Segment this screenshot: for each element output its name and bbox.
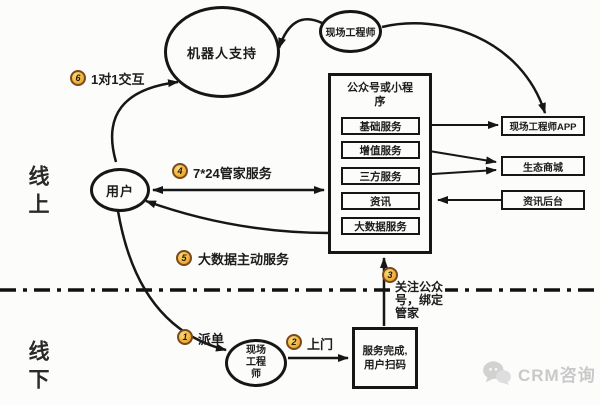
robot-support-node: 机器人支持: [164, 6, 280, 98]
watermark: CRM咨询: [482, 360, 596, 386]
field-engineer-bottom-node: 现场 工程 师: [225, 339, 287, 387]
service-done-box: 服务完成, 用户扫码: [352, 327, 418, 389]
news-box: 资讯: [341, 192, 420, 210]
platform-title: 公众号或小程 序: [331, 81, 429, 109]
basic-service-box: 基础服务: [341, 117, 420, 135]
eco-mall-box: 生态商城: [501, 156, 585, 176]
user-label: 用户: [105, 183, 134, 199]
arrow-engineer-to-robot: [277, 18, 323, 49]
step-label-5: 大数据主动服务: [198, 252, 290, 267]
value-added-service-box: 增值服务: [341, 141, 420, 159]
bigdata-service-box: 大数据服务: [341, 217, 420, 235]
field-engineer-top-label: 现场工程师: [325, 28, 376, 39]
third-party-service-box: 三方服务: [341, 167, 420, 185]
step-badge-4: 4: [172, 163, 188, 179]
step-badge-3: 3: [382, 267, 398, 283]
service-done-line2: 用户扫码: [364, 359, 406, 371]
arrow-user-to-robot: [110, 79, 179, 163]
news-backend-box: 资讯后台: [501, 190, 585, 210]
arrow-engineer-to-app: [381, 22, 547, 114]
service-done-line1: 服务完成,: [362, 345, 408, 357]
arrow-platform-to-user-bigdata: [145, 199, 331, 235]
user-node: 用户: [90, 168, 150, 212]
field-engineer-top-node: 现场工程师: [319, 10, 382, 53]
watermark-text: CRM咨询: [518, 365, 596, 385]
step-label-3-line1: 关注公众: [395, 280, 444, 294]
zone-label-offline: 线下: [26, 340, 49, 396]
step-label-2: 上门: [307, 337, 334, 352]
zone-label-online: 线上: [26, 165, 49, 221]
field-engineer-bottom-line3: 师: [251, 369, 261, 380]
step-badge-2: 2: [286, 334, 302, 350]
step-badge-6: 6: [70, 70, 86, 86]
step-label-3: 关注公众 号，绑定 管家: [393, 280, 446, 321]
arrow-user-to-engineer-dispatch: [116, 210, 227, 352]
chat-bubbles-icon: [482, 360, 512, 386]
platform-container: 公众号或小程 序 基础服务 增值服务 三方服务 资讯 大数据服务: [328, 73, 432, 254]
step-label-4: 7*24管家服务: [193, 166, 272, 181]
platform-title-line1: 公众号或小程: [347, 82, 413, 94]
step-label-1: 派单: [198, 332, 225, 347]
step-label-3-line3: 管家: [395, 306, 420, 320]
robot-support-label: 机器人支持: [186, 45, 257, 61]
field-engineer-app-box: 现场工程师APP: [501, 116, 585, 136]
field-engineer-bottom-line1: 现场: [246, 345, 266, 356]
step-label-6: 1对1交互: [91, 72, 145, 87]
platform-title-line2: 序: [374, 96, 386, 108]
step-badge-1: 1: [177, 329, 193, 345]
field-engineer-bottom-line2: 工程: [246, 357, 266, 368]
step-label-3-line2: 号，绑定: [395, 293, 444, 307]
step-badge-5: 5: [176, 250, 192, 266]
